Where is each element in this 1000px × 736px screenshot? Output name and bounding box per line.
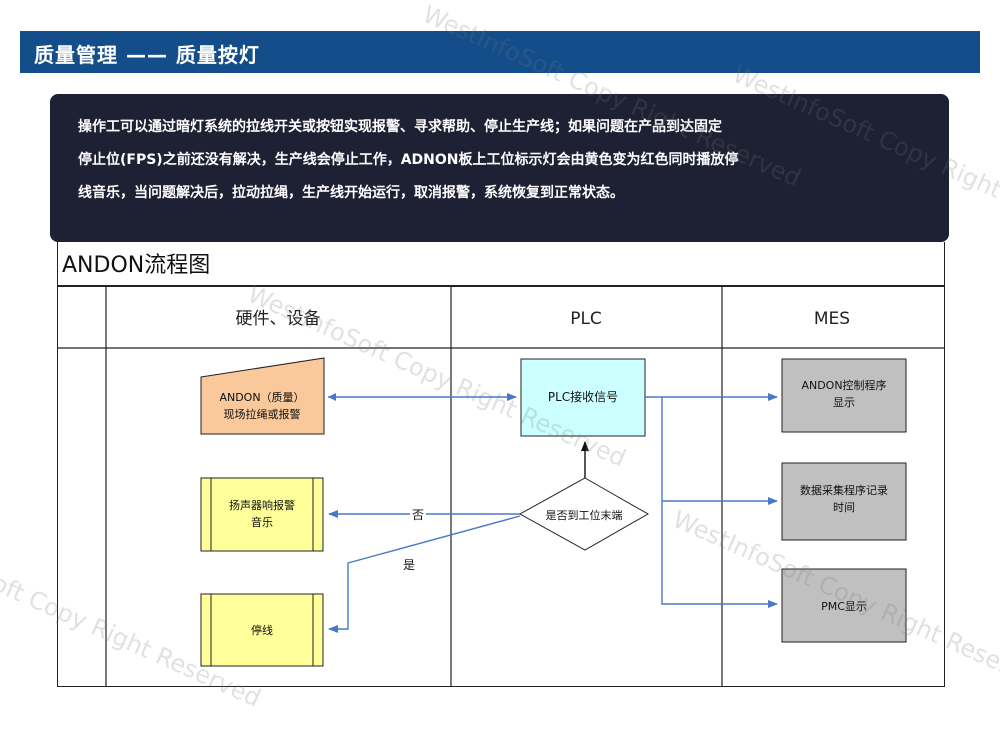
- node-andon-pull: ANDON（质量） 现场拉绳或报警: [200, 357, 325, 435]
- lane-header-mes: MES: [814, 309, 850, 329]
- edge-label-yes: 是: [403, 558, 415, 572]
- plc-receive-label: PLC接收信号: [548, 389, 618, 404]
- edge-label-no: 否: [412, 508, 424, 522]
- node-mes-display: ANDON控制程序 显示: [781, 358, 907, 433]
- node-speaker: 扬声器响报警 音乐: [200, 477, 324, 552]
- data-collect-label-2: 时间: [833, 501, 855, 514]
- andon-pull-label-1: ANDON（质量）: [219, 391, 304, 404]
- andon-pull-shape: [200, 357, 325, 435]
- node-stop-line: 停线: [200, 593, 324, 667]
- decision-shape: [518, 477, 650, 551]
- speaker-label-1: 扬声器响报警: [229, 498, 295, 512]
- description-line-1: 操作工可以通过暗灯系统的拉线开关或按钮实现报警、寻求帮助、停止生产线；如果问题在…: [78, 119, 722, 135]
- flowchart-frame: ANDON流程图 硬件、设备 PLC MES ANDON（质量） 现场拉绳或报警: [57, 242, 945, 687]
- description-text: 操作工可以通过暗灯系统的拉线开关或按钮实现报警、寻求帮助、停止生产线；如果问题在…: [78, 111, 934, 210]
- mes-display-label-1: ANDON控制程序: [801, 378, 886, 392]
- data-collect-shape: [781, 462, 907, 541]
- mes-display-label-2: 显示: [833, 396, 855, 409]
- data-collect-label-1: 数据采集程序记录: [800, 483, 888, 497]
- speaker-shape: [200, 477, 324, 552]
- pmc-display-label: PMC显示: [821, 600, 867, 613]
- node-plc-receive: PLC接收信号: [520, 358, 646, 437]
- stop-line-label: 停线: [251, 623, 273, 637]
- speaker-label-2: 音乐: [251, 515, 273, 529]
- description-line-3: 线音乐，当问题解决后，拉动拉绳，生产线开始运行，取消报警，系统恢复到正常状态。: [78, 185, 624, 201]
- page-title: 质量管理 —— 质量按灯: [34, 43, 260, 67]
- node-data-collect: 数据采集程序记录 时间: [781, 462, 907, 541]
- description-line-2: 停止位(FPS)之前还没有解决，生产线会停止工作，ADNON板上工位标示灯会由黄…: [78, 152, 739, 168]
- edge-plc-pmc: [661, 397, 778, 608]
- pmc-display-shape: [781, 568, 907, 643]
- decision-label: 是否到工位末端: [546, 508, 623, 522]
- lane-header-plc: PLC: [570, 309, 602, 329]
- flowchart-title: ANDON流程图: [62, 253, 211, 278]
- title-bar: 质量管理 —— 质量按灯: [20, 31, 980, 73]
- andon-pull-label-2: 现场拉绳或报警: [224, 407, 301, 421]
- node-pmc-display: PMC显示: [781, 568, 907, 643]
- node-decision: 是否到工位末端: [518, 477, 650, 551]
- edge-decision-yes: [328, 515, 521, 633]
- description-callout: 操作工可以通过暗灯系统的拉线开关或按钮实现报警、寻求帮助、停止生产线；如果问题在…: [50, 94, 949, 242]
- andon-flowchart: 硬件、设备 PLC MES ANDON（质量） 现场拉绳或报警 PLC接收信号 …: [58, 285, 944, 686]
- lane-header-hardware: 硬件、设备: [236, 309, 321, 329]
- plc-receive-shape: [520, 358, 646, 437]
- stop-line-shape: [200, 593, 324, 667]
- mes-display-shape: [781, 358, 907, 433]
